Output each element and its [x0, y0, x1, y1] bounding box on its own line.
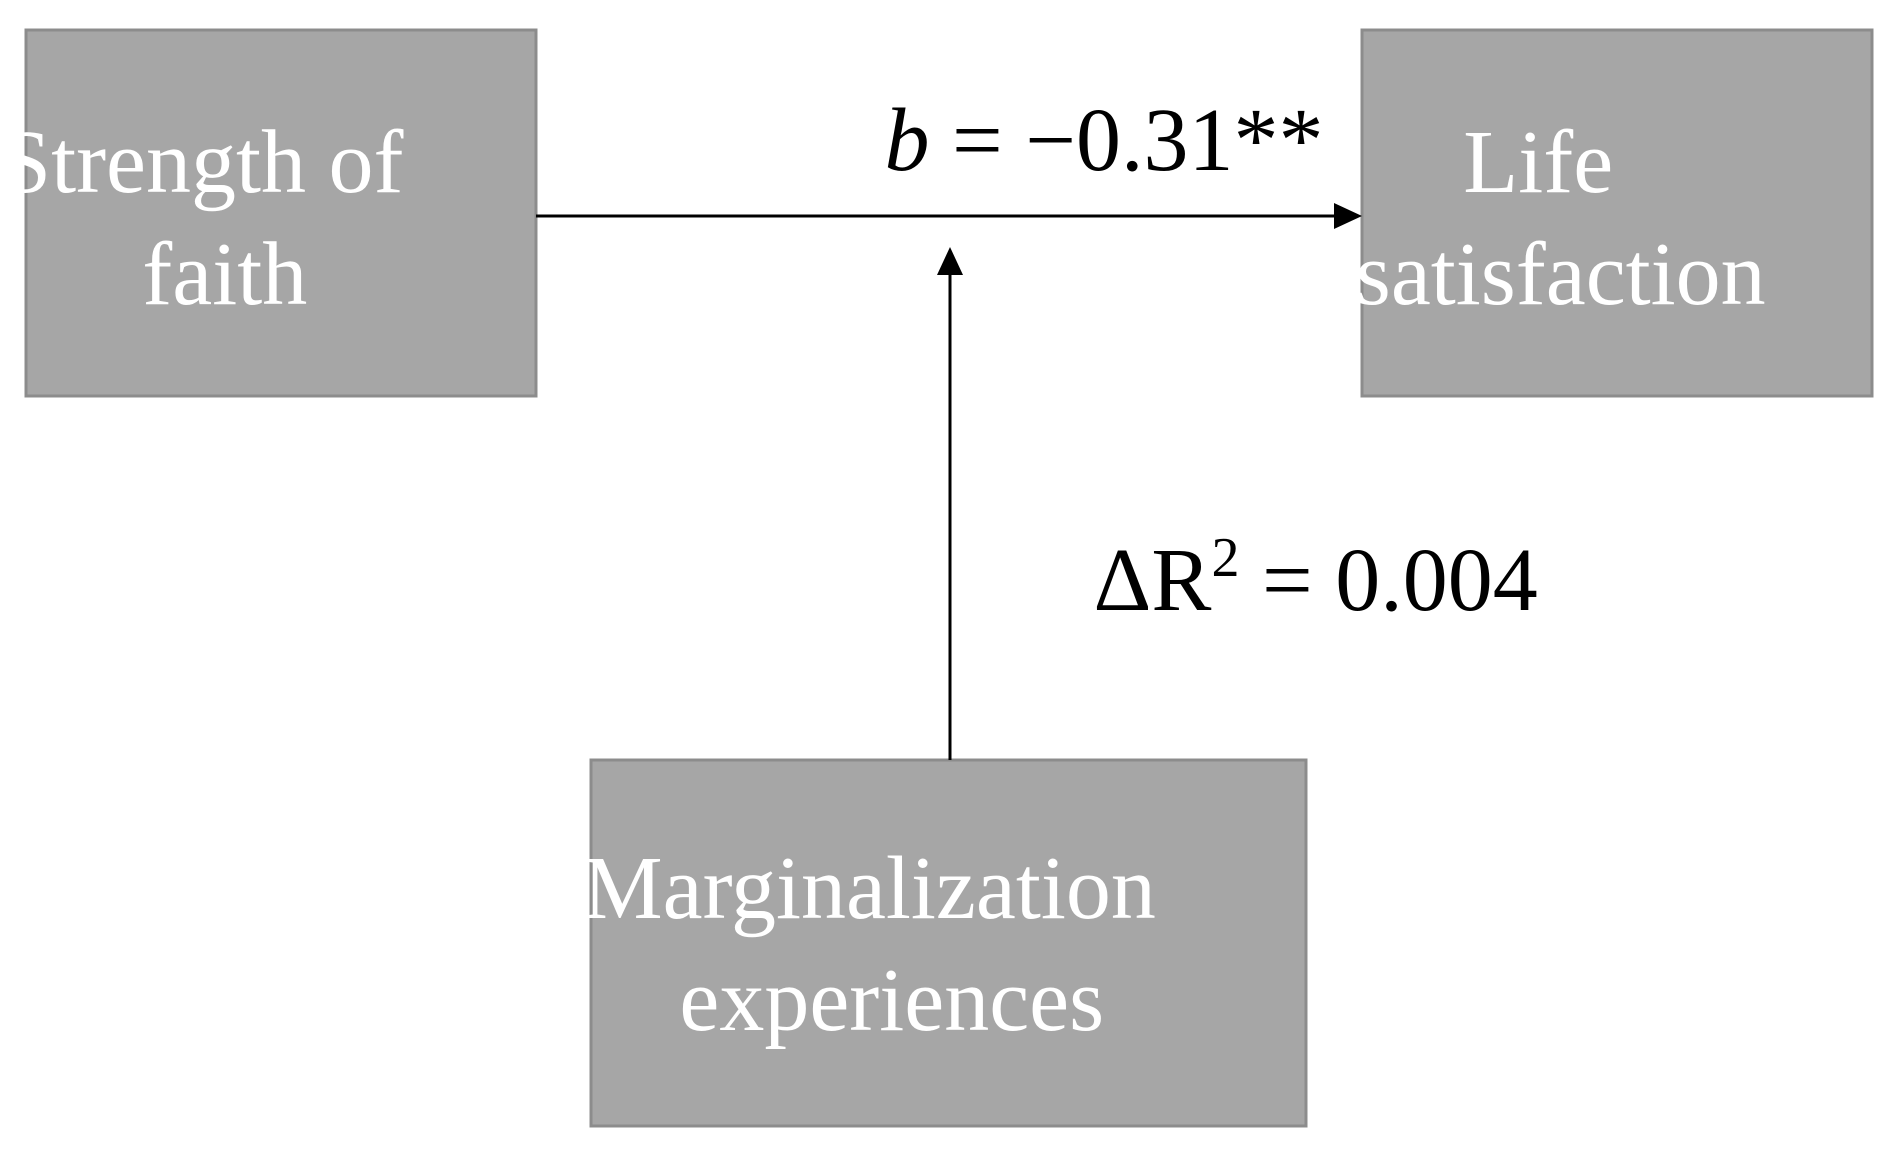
moderator-label: Marginalization experiences — [583, 839, 1156, 1050]
delta-r-symbol: ΔR — [1094, 531, 1212, 630]
coefficient-symbol: b — [885, 91, 930, 190]
outcome-node: Life satisfaction — [0, 0, 1878, 398]
predictor-node: Strength of faith — [0, 0, 561, 398]
moderation-delta-r2: ΔR2 = 0.004 — [986, 527, 1605, 630]
moderator-box — [589, 758, 1308, 1128]
outcome-label-line2: satisfaction — [1356, 225, 1766, 324]
outcome-box — [1360, 28, 1874, 398]
moderator-label-line1: Marginalization — [583, 839, 1156, 938]
outcome-label-line1: Life — [1463, 113, 1613, 212]
predictor-box — [24, 28, 538, 398]
moderator-node: Marginalization experiences — [583, 758, 1308, 1128]
outcome-label: Life satisfaction — [0, 0, 1878, 324]
main-path-arrow — [536, 203, 1362, 229]
main-path-arrowhead — [1334, 203, 1362, 229]
moderator-label-line2: experiences — [679, 951, 1104, 1050]
delta-r-superscript: 2 — [1211, 527, 1239, 589]
coefficient-value: = −0.31** — [930, 91, 1324, 190]
moderation-arrowhead — [937, 247, 963, 275]
delta-r-value: = 0.004 — [1239, 531, 1537, 630]
main-path-coefficient: b = −0.31** — [772, 91, 1391, 190]
moderation-arrow — [937, 247, 963, 760]
predictor-label-line2: faith — [142, 225, 307, 324]
predictor-label-line1: Strength of — [1, 113, 403, 212]
predictor-label: Strength of faith — [0, 0, 561, 324]
